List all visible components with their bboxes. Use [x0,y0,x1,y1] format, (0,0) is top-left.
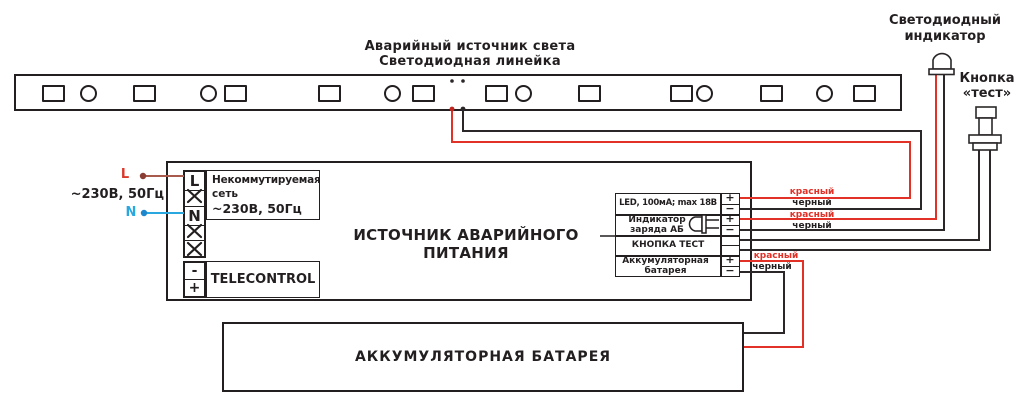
wire-label-black: черный [792,198,832,208]
terminal-plus-sign: + [725,253,735,266]
mains-neutral-label: N [125,205,137,220]
psu-mains-terminal-block: L N [183,170,206,258]
terminal-cell-divider [720,224,740,226]
terminal-plus: + [188,280,201,296]
row-led-label: LED, 100мА; max 18В [619,198,717,208]
terminal-unused-1 [185,191,204,207]
strip-hole [200,85,217,102]
test-button-label-line1: Кнопка [959,71,1015,86]
row-divider [615,235,740,237]
wire-label-black: черный [752,262,792,272]
led-indicator-label-line1: Светодиодный [889,13,1001,28]
wire-test-2 [740,150,991,251]
terminal-minus: - [185,263,204,280]
row-charge-indicator-label: Индикатор заряда АБ [618,215,696,235]
terminal-unused-2 [185,226,204,242]
wire-label-black: черный [792,221,832,231]
battery-box: АККУМУЛЯТОРНАЯ БАТАРЕЯ [222,322,744,392]
strip-hole [80,85,97,102]
row-battery-label: Аккумуляторная батарея [618,256,713,276]
terminal-cell-divider [720,245,740,247]
led-chip [578,85,601,102]
row-battery-line2: батарея [644,266,687,276]
row-divider [615,214,740,216]
terminal-minus-sign: − [725,264,735,277]
led-chip [224,85,247,102]
led-chip [318,85,341,102]
strip-hole [696,85,713,102]
led-indicator-label-line2: индикатор [904,29,986,44]
net-label-box: Некоммутируемая сеть ~230В, 50Гц [206,170,321,220]
row-divider [615,255,740,257]
terminal-n: N [185,207,204,226]
psu-telecontrol-terminal-block: - + [183,261,206,298]
net-label-line1: Некоммутируемая [212,174,321,186]
wire-test-1 [740,150,980,241]
mains-line-label: L [120,167,130,182]
strip-title: Аварийный источник света Светодиодная ли… [270,39,670,69]
terminal-cell-divider [720,266,740,268]
led-chip [485,85,508,102]
row-charge-indicator-line2: заряда АБ [630,225,684,235]
wire-label-red: красный [753,251,799,261]
led-chip [670,85,693,102]
terminal-unused-3 [185,241,204,256]
mains-line-dot [139,172,147,180]
strip-hole [384,85,401,102]
led-chip [760,85,783,102]
test-button-icon [968,106,1002,151]
mains-neutral-dot [140,209,148,217]
led-strip [14,74,902,111]
led-chip [853,85,876,102]
led-indicator-label: Светодиодный индикатор [880,13,1010,45]
terminal-l: L [185,172,204,191]
led-chip [133,85,156,102]
row-charge-indicator-line1: Индикатор [628,215,686,225]
led-chip [42,85,65,102]
mains-voltage-label: ~230В, 50Гц [70,187,164,202]
net-label-line3: ~230В, 50Гц [212,201,302,216]
battery-label: АККУМУЛЯТОРНАЯ БАТАРЕЯ [354,349,612,365]
terminal-column-divider [720,193,722,277]
net-label-line2: сеть [212,188,239,200]
psu-title: ИСТОЧНИК АВАРИЙНОГО ПИТАНИЯ [353,226,579,262]
strip-hole [816,85,833,102]
led-chip [412,85,435,102]
terminal-plus-sign: + [725,212,735,225]
strip-hole [515,85,532,102]
terminal-minus-sign: − [725,223,735,236]
wire-label-red: красный [789,210,835,220]
telecontrol-box: TELECONTROL [206,261,320,298]
strip-title-line2: Светодиодная линейка [379,54,561,69]
row-test-button-label: КНОПКА ТЕСТ [631,240,705,250]
strip-title-line1: Аварийный источник света [364,39,576,54]
wire-label-red: красный [789,187,835,197]
test-button-label: Кнопка «тест» [948,71,1024,101]
test-button-label-line2: «тест» [962,86,1012,101]
row-battery-line1: Аккумуляторная [622,256,709,266]
